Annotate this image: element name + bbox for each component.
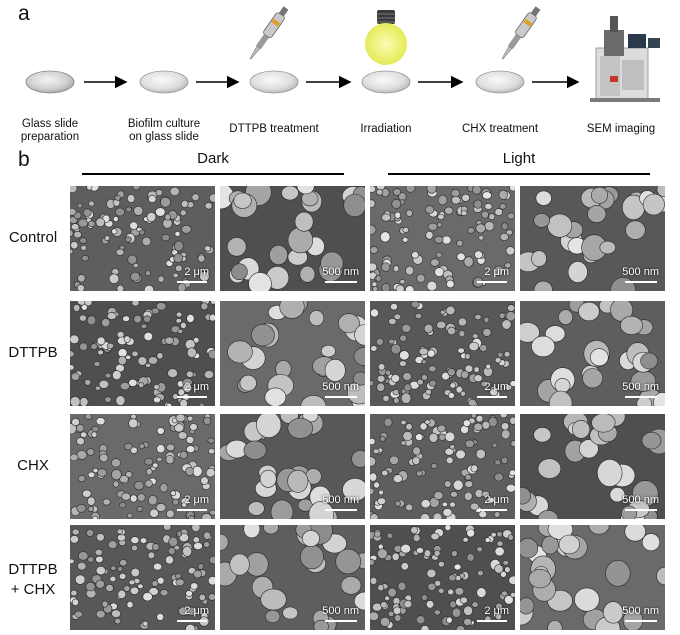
scale-bar-label: 2 μm <box>484 494 509 506</box>
sem-micrograph: 2 μm <box>370 525 515 630</box>
row-label-control: Control <box>8 229 58 246</box>
scale-bar-label: 500 nm <box>622 605 659 617</box>
step-label-dttpb-treatment: DTTPB treatment <box>229 123 319 135</box>
scale-bar <box>625 396 657 398</box>
panel-b-letter: b <box>18 148 30 171</box>
scale-bar-label: 2 μm <box>484 266 509 278</box>
sem-micrograph: 500 nm <box>220 525 365 630</box>
sem-micrograph: 500 nm <box>520 186 665 291</box>
scale-bar-label: 2 μm <box>184 605 209 617</box>
row-label-dttpb: DTTPB <box>8 344 58 361</box>
sem-micrograph: 500 nm <box>520 525 665 630</box>
scale-bar <box>625 509 657 511</box>
glass-slide-icon <box>25 70 75 94</box>
step-label-irradiation: Irradiation <box>360 123 412 135</box>
scale-bar <box>177 509 207 511</box>
scale-bar-label: 500 nm <box>322 605 359 617</box>
column-group-dark-rule <box>82 173 344 175</box>
light-bulb-icon <box>365 10 407 65</box>
panel-a-letter: a <box>18 2 30 25</box>
sem-micrograph: 2 μm <box>70 301 215 406</box>
column-group-light-rule <box>388 173 650 175</box>
scale-bar <box>177 620 207 622</box>
biofilm-slide-icon <box>475 70 525 94</box>
scale-bar-label: 500 nm <box>322 494 359 506</box>
scale-bar <box>325 509 357 511</box>
scale-bar-label: 2 μm <box>184 381 209 393</box>
sem-micrograph: 500 nm <box>220 414 365 519</box>
sem-micrograph: 500 nm <box>220 186 365 291</box>
scale-bar <box>625 281 657 283</box>
sem-micrograph: 500 nm <box>220 301 365 406</box>
scale-bar <box>325 281 357 283</box>
sem-micrograph: 2 μm <box>70 186 215 291</box>
scale-bar <box>477 396 507 398</box>
scale-bar-label: 2 μm <box>184 494 209 506</box>
pipette-icon <box>501 6 541 60</box>
scale-bar-label: 500 nm <box>622 381 659 393</box>
step-label-chx-treatment: CHX treatment <box>461 123 539 135</box>
scale-bar-label: 2 μm <box>184 266 209 278</box>
scale-bar-label: 2 μm <box>484 381 509 393</box>
scale-bar <box>325 396 357 398</box>
scale-bar <box>477 509 507 511</box>
sem-micrograph: 500 nm <box>520 301 665 406</box>
scale-bar-label: 500 nm <box>322 266 359 278</box>
biofilm-slide-icon <box>361 70 411 94</box>
scale-bar-label: 500 nm <box>622 494 659 506</box>
sem-micrograph: 2 μm <box>370 414 515 519</box>
scale-bar-label: 500 nm <box>322 381 359 393</box>
sem-instrument-icon <box>590 16 660 102</box>
step-label-sem-imaging: SEM imaging <box>586 123 656 135</box>
biofilm-slide-icon <box>249 70 299 94</box>
sem-micrograph: 500 nm <box>520 414 665 519</box>
scale-bar <box>177 396 207 398</box>
scale-bar <box>625 620 657 622</box>
sem-micrograph: 2 μm <box>370 186 515 291</box>
scale-bar <box>325 620 357 622</box>
scale-bar <box>477 620 507 622</box>
sem-micrograph: 2 μm <box>370 301 515 406</box>
pipette-icon <box>249 6 289 60</box>
sem-micrograph: 2 μm <box>70 414 215 519</box>
sem-micrograph: 2 μm <box>70 525 215 630</box>
biofilm-slide-icon <box>139 70 189 94</box>
row-label-dttpb-chx: DTTPB+ CHX <box>8 561 58 598</box>
scale-bar <box>477 281 507 283</box>
column-group-light-label: Light <box>502 150 536 167</box>
row-label-chx: CHX <box>17 457 49 474</box>
scale-bar-label: 500 nm <box>622 266 659 278</box>
scale-bar <box>177 281 207 283</box>
workflow-diagram <box>25 6 660 102</box>
scale-bar-label: 2 μm <box>484 605 509 617</box>
column-group-dark-label: Dark <box>197 150 229 167</box>
